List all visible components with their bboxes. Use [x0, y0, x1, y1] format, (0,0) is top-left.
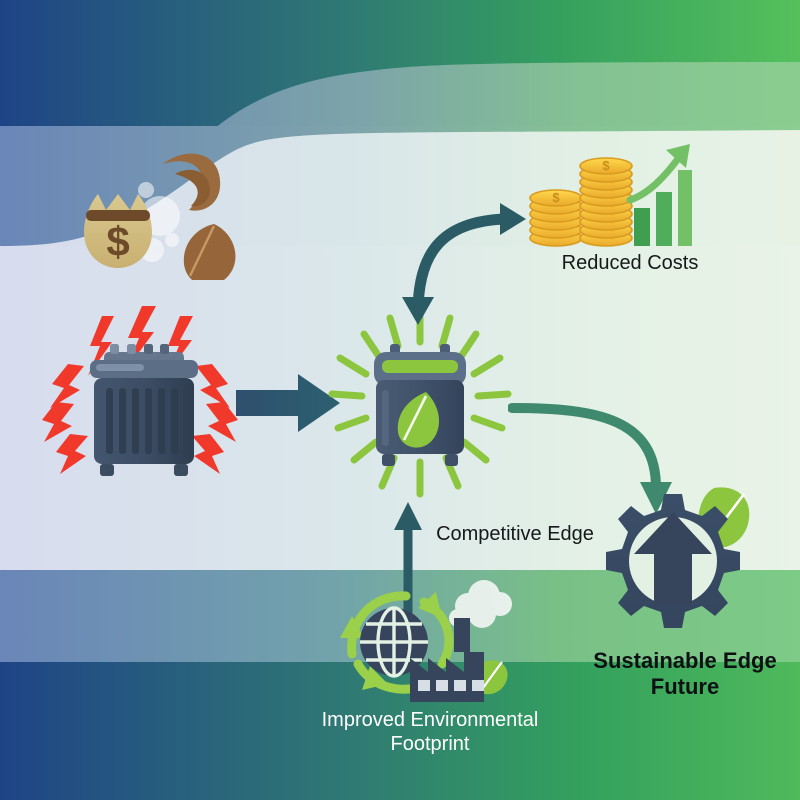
bin-body: [90, 344, 198, 476]
waste-bin-problem-icon: [42, 306, 238, 476]
up-arrow-icon: [634, 512, 712, 606]
trend-arrow-icon: [626, 144, 690, 204]
gear-up-arrow-icon: [606, 487, 750, 628]
improved-environmental-footprint-label: Improved Environmental Footprint: [321, 709, 539, 755]
money-bag-decoration-group: $: [84, 153, 236, 280]
bin-body: [374, 344, 466, 466]
sustainable-edge-future-label: Sustainable Edge Future: [593, 648, 777, 699]
coin-stack-tall: $: [579, 157, 633, 247]
coins-growth-chart-icon: $ $: [529, 144, 692, 247]
competitive-edge-label: Competitive Edge: [436, 523, 594, 545]
reduced-costs-label: Reduced Costs: [561, 252, 699, 274]
coin-stack-short: $: [529, 189, 583, 247]
globe-factory-recycle-icon: [340, 580, 512, 702]
svg-text:$: $: [106, 218, 129, 265]
svg-text:$: $: [602, 158, 610, 173]
arrow-bin-to-reduced-costs: [402, 203, 526, 325]
svg-text:$: $: [552, 190, 560, 205]
smoke-icon: [449, 580, 512, 628]
brown-leaf-icon: [163, 153, 221, 211]
transformation-arrow-icon: [236, 374, 340, 432]
money-bag-dollar-icon: $: [84, 194, 152, 268]
arrow-bin-to-sustainable-edge: [508, 403, 672, 514]
growth-bars: [634, 170, 692, 246]
brown-leaf-icon: [183, 224, 236, 280]
